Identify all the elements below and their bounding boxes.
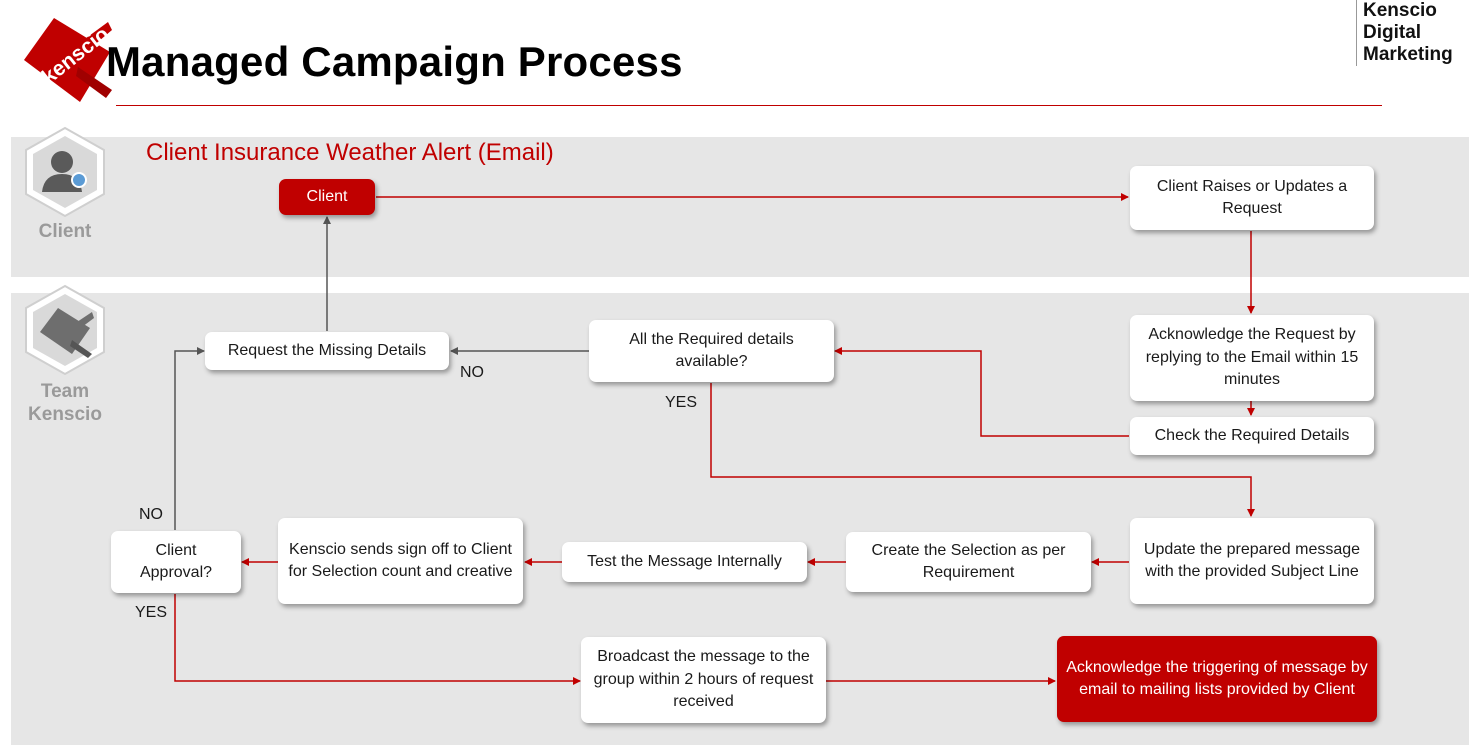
client-lane-label: Client bbox=[38, 221, 92, 242]
header-divider bbox=[116, 105, 1382, 106]
client-node: Client bbox=[279, 179, 375, 215]
create-selection-node: Create the Selection as per Requirement bbox=[846, 532, 1091, 592]
kenscio-logo-hexagon-icon bbox=[25, 284, 105, 376]
approval-yes-label: YES bbox=[135, 604, 168, 621]
person-hexagon-icon bbox=[25, 126, 105, 218]
brand-line-2: Digital bbox=[1363, 22, 1422, 43]
approval-no-label: NO bbox=[139, 506, 163, 523]
update-message-node: Update the prepared message with the pro… bbox=[1130, 518, 1374, 604]
request-missing-node: Request the Missing Details bbox=[205, 332, 449, 370]
kenscio-logo: kenscio bbox=[24, 18, 113, 102]
details-available-decision: All the Required details available? bbox=[589, 320, 834, 382]
client-approval-decision: Client Approval? bbox=[111, 531, 241, 593]
details-no-label: NO bbox=[460, 364, 484, 381]
team-lane-label-line-1: Team bbox=[40, 381, 90, 402]
broadcast-node: Broadcast the message to the group withi… bbox=[581, 637, 826, 723]
edge-check-to-decision bbox=[834, 347, 1129, 437]
sign-off-node: Kenscio sends sign off to Client for Sel… bbox=[278, 518, 523, 604]
acknowledge-request-node: Acknowledge the Request by replying to t… bbox=[1130, 315, 1374, 401]
page-title: Managed Campaign Process bbox=[106, 38, 683, 85]
raises-request-node: Client Raises or Updates a Request bbox=[1130, 166, 1374, 230]
edge-decision-yes bbox=[710, 383, 1255, 517]
acknowledge-trigger-node: Acknowledge the triggering of message by… bbox=[1057, 636, 1377, 722]
team-lane-label-line-2: Kenscio bbox=[28, 404, 102, 425]
check-details-node: Check the Required Details bbox=[1130, 417, 1374, 455]
details-yes-label: YES bbox=[665, 394, 698, 411]
brand-name: Kenscio Digital Marketing bbox=[1356, 0, 1453, 66]
brand-line-3: Marketing bbox=[1363, 44, 1453, 65]
edge-approval-yes bbox=[174, 594, 581, 685]
edge-approval-no bbox=[174, 347, 205, 530]
team-lane-label: Team Kenscio bbox=[15, 380, 115, 426]
test-message-node: Test the Message Internally bbox=[562, 542, 807, 582]
lane-title: Client Insurance Weather Alert (Email) bbox=[146, 139, 554, 166]
brand-line-1: Kenscio bbox=[1363, 0, 1437, 21]
